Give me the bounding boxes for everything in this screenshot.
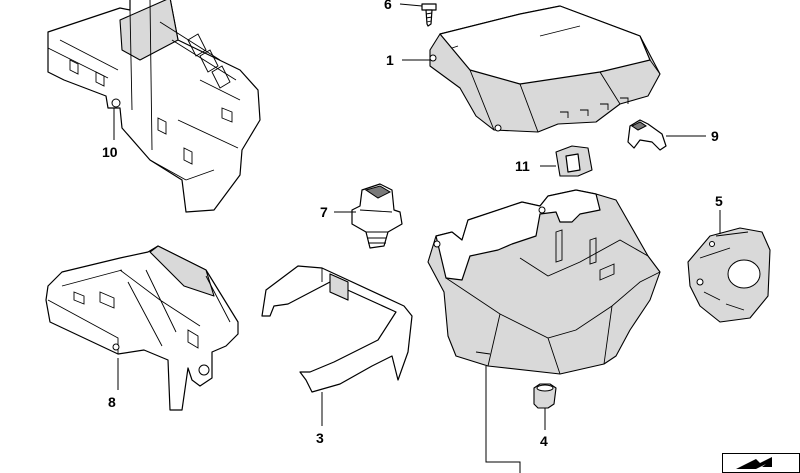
callout-4: 4 (540, 433, 548, 449)
callout-6: 6 (384, 0, 392, 12)
part-7-sensor (351, 183, 403, 249)
callout-7: 7 (320, 204, 328, 220)
callout-9: 9 (711, 128, 719, 144)
part-4-grommet-small (533, 383, 557, 409)
part-5-cap (687, 227, 771, 323)
part-10-fuse-carrier-upper (47, 0, 261, 213)
callout-8: 8 (108, 394, 116, 410)
callout-labels: 1 6 9 11 7 10 8 3 4 5 (102, 0, 723, 449)
callout-1: 1 (386, 52, 394, 68)
part-1-cover (429, 5, 661, 133)
part-11-grommet (555, 145, 593, 177)
callout-10: 10 (102, 144, 118, 160)
part-8-fuse-carrier-lower (45, 245, 239, 411)
callout-5: 5 (715, 193, 723, 209)
catalog-badge (722, 453, 800, 473)
main-housing (427, 189, 661, 375)
leader-housing (485, 366, 521, 473)
arrow-icon (736, 457, 772, 469)
leader-6 (399, 3, 423, 7)
leader-lines (113, 3, 721, 473)
part-6-screw (421, 3, 437, 27)
part-3-bracket (261, 265, 413, 393)
callout-3: 3 (316, 430, 324, 446)
part-9-clip (627, 119, 667, 151)
callout-11: 11 (515, 158, 530, 174)
